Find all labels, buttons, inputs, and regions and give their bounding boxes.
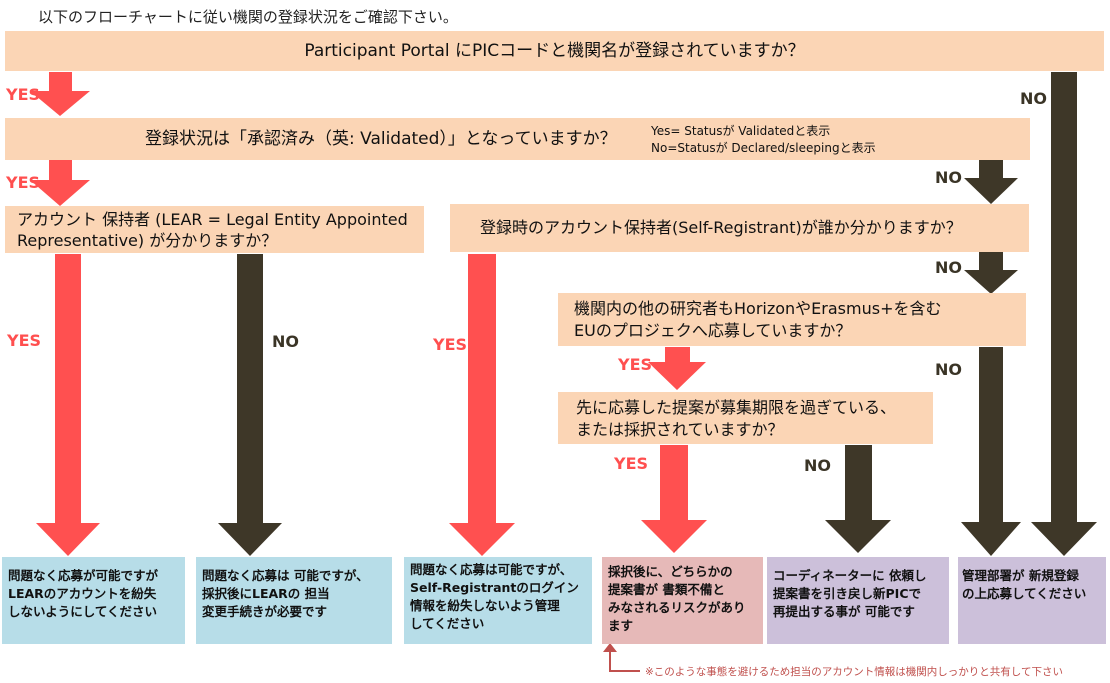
result-text-line: 問題なく応募が可能ですが — [8, 568, 159, 583]
validated-note-yes: Yes= Statusが Validatedと表示 — [651, 124, 831, 138]
result-text-line: 問題なく応募は 可能ですが、 — [202, 568, 369, 583]
question-deadline-line1: 先に応募した提案が募集期限を過ぎている、 — [576, 398, 897, 417]
yes-arrow-q3-r1 — [36, 254, 100, 556]
yes-arrow-q5-q6 — [648, 347, 706, 390]
validated-note-no: No=Statusが Declared/sleepingと表示 — [651, 141, 876, 155]
result-text-line: 問題なく応募は可能ですが、 — [410, 562, 573, 577]
footnote: ※このような事態を避けるため担当のアカウント情報は機関内しっかりと共有して下さい — [645, 666, 1063, 678]
result-text-line: 変更手続きが必要です — [202, 604, 328, 619]
yes-arrow-q2-q3 — [30, 160, 90, 206]
yes-label-q4: YES — [433, 335, 468, 354]
footnote-arrowhead — [603, 643, 617, 652]
result-box-lear-no: 問題なく応募は 可能ですが、 採択後にLEARの 担当 変更手続きが必要です — [196, 557, 392, 644]
page-title: 以下のフローチャートに従い機関の登録状況をご確認下さい。 — [38, 8, 458, 26]
result-text-line: しないようにしてください — [8, 604, 158, 619]
result-text-line: 提案書を引き戻し新PICで — [773, 586, 921, 601]
footnote-connector — [609, 650, 640, 672]
result-box-self-registrant-yes: 問題なく応募は可能ですが、 Self-Registrantのログイン 情報を紛失… — [404, 557, 592, 644]
result-text-line: 再提出する事が 可能です — [773, 604, 915, 619]
yes-arrow-q6-r4 — [641, 445, 707, 553]
result-box-deadline-no: コーディネーターに 依頼し 提案書を引き戻し新PICで 再提出する事が 可能です — [767, 557, 949, 644]
question-box-deadline-passed: 先に応募した提案が募集期限を過ぎている、 または採択されていますか？ — [558, 392, 933, 444]
result-box-deadline-yes: 採択後に、どちらかの 提案書が 書類不備と みなされるリスクがあり ます — [602, 557, 763, 644]
no-label-q3: NO — [272, 332, 299, 351]
no-arrow-q4-q5 — [964, 252, 1018, 294]
question-validated: 登録状況は「承認済み（英: Validated）」となっていますか？ — [145, 129, 617, 149]
question-other-researchers-line1: 機関内の他の研究者もHorizonやErasmus+を含む — [574, 299, 942, 318]
question-box-validated: 登録状況は「承認済み（英: Validated）」となっていますか？ Yes= … — [5, 118, 1030, 160]
no-label-q6: NO — [804, 456, 831, 475]
result-text-line: Self-Registrantのログイン — [410, 580, 579, 595]
result-text-line: 採択後にLEARの 担当 — [202, 586, 330, 601]
no-label-q1: NO — [1020, 89, 1047, 108]
yes-label-q3: YES — [7, 331, 42, 350]
result-text-line: 提案書が 書類不備と — [608, 582, 725, 597]
no-arrow-q3-r2 — [218, 254, 282, 556]
no-arrow-q1-r6 — [1031, 72, 1097, 556]
question-lear-line2: Representative) が分かりますか？ — [17, 231, 278, 250]
no-label-q4: NO — [935, 258, 962, 277]
question-lear-line1: アカウント 保持者 (LEAR = Legal Entity Appointed — [17, 210, 408, 229]
result-text-line: 情報を紛失しないよう管理 — [410, 598, 560, 613]
no-label-q5: NO — [935, 360, 962, 379]
question-box-lear-known: アカウント 保持者 (LEAR = Legal Entity Appointed… — [5, 206, 424, 253]
yes-label-q2: YES — [6, 173, 41, 192]
yes-arrow-q1-q2 — [30, 72, 90, 116]
yes-label-q6: YES — [614, 454, 649, 473]
result-text-line: ます — [608, 618, 634, 633]
result-text-line: の上応募してください — [962, 586, 1087, 601]
question-self-registrant: 登録時のアカウント保持者(Self-Registrant)が誰か分かりますか？ — [480, 218, 962, 237]
result-text-line: してください — [410, 616, 485, 631]
question-deadline-line2: または採択されていますか？ — [576, 420, 784, 439]
result-text-line: コーディネーターに 依頼し — [773, 568, 927, 583]
result-box-lear-yes: 問題なく応募が可能ですが LEARのアカウントを紛失 しないようにしてください — [2, 557, 185, 644]
question-pic-registered: Participant Portal にPICコードと機関名が登録されていますか… — [304, 41, 805, 61]
no-arrow-q6-r5 — [825, 445, 891, 553]
yes-label-q1: YES — [6, 85, 41, 104]
result-text-line: 採択後に、どちらかの — [608, 564, 733, 579]
question-other-researchers-line2: EUのプロジェクへ応募していますか？ — [574, 321, 852, 340]
result-text-line: LEARのアカウントを紛失 — [8, 586, 157, 601]
question-box-other-researchers: 機関内の他の研究者もHorizonやErasmus+を含む EUのプロジェクへ応… — [558, 293, 1026, 346]
yes-label-q5: YES — [618, 355, 653, 374]
result-box-new-registration: 管理部署が 新規登録 の上応募してください — [958, 557, 1106, 644]
result-text-line: 管理部署が 新規登録 — [962, 568, 1079, 583]
no-arrow-q2-q4 — [964, 160, 1018, 204]
yes-arrow-q4-r3 — [449, 254, 515, 556]
question-box-self-registrant: 登録時のアカウント保持者(Self-Registrant)が誰か分かりますか？ — [450, 204, 1029, 252]
no-arrow-q5-r6 — [961, 347, 1021, 556]
result-text-line: みなされるリスクがあり — [608, 600, 746, 615]
no-label-q2: NO — [935, 168, 962, 187]
question-box-pic-registered: Participant Portal にPICコードと機関名が登録されていますか… — [5, 31, 1104, 71]
